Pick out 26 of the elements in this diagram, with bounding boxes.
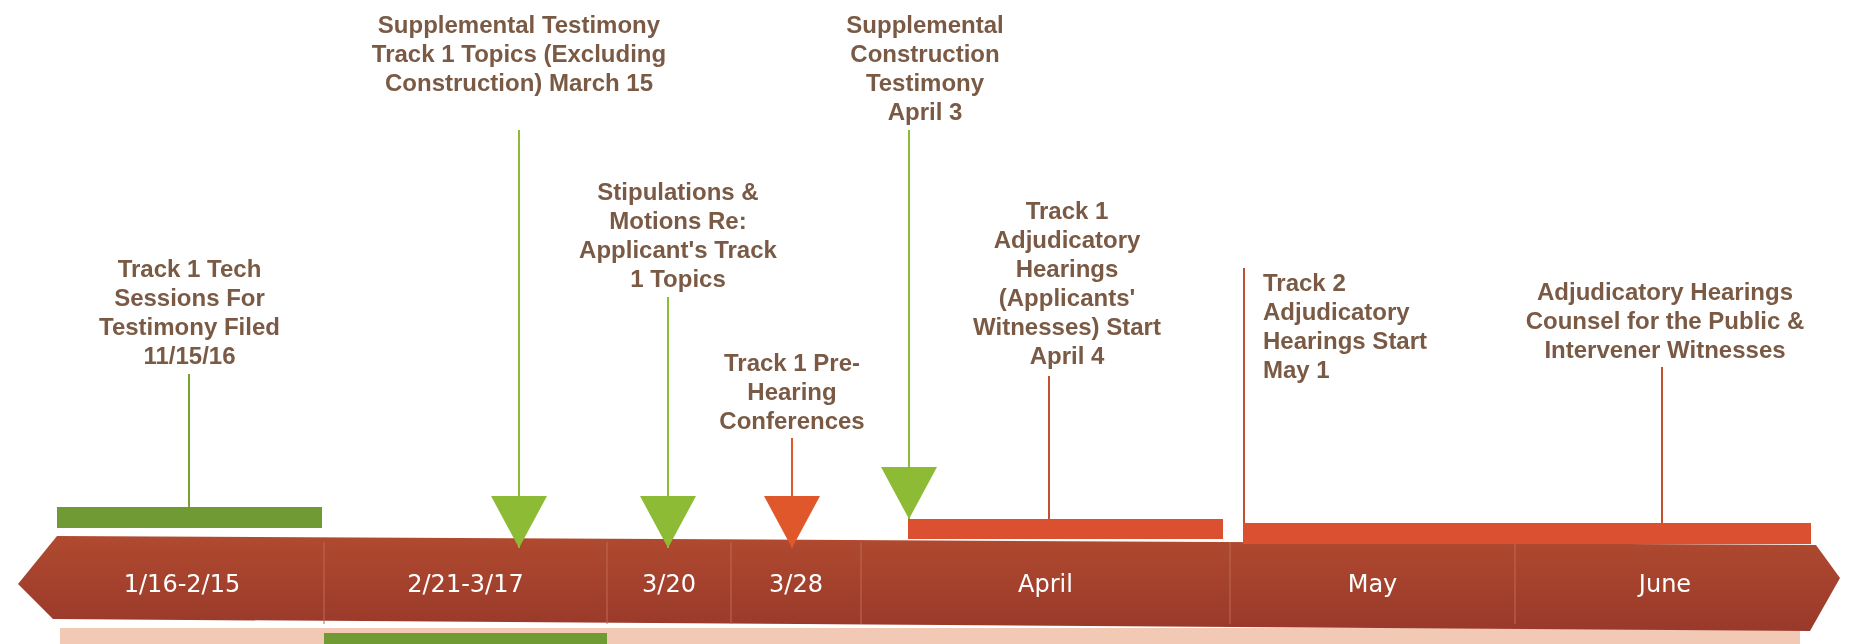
arrow (881, 129, 937, 520)
arrow (491, 129, 547, 549)
date-label: 2/21-3/17 (324, 548, 607, 620)
event-label: Track 1 Pre-Hearing Conferences (692, 348, 892, 438)
date-label: June (1515, 548, 1815, 620)
date-label: 3/20 (607, 548, 731, 620)
period-bar (57, 507, 322, 528)
event-label: Supplemental Testimony Track 1 Topics (Excluding Construction) March 15 (344, 10, 694, 130)
event-label: Track 1 Adjudicatory Hearings (Applicants' Witnesses) Start April 4 (967, 196, 1167, 376)
event-label: Stipulations & Motions Re: Applicant's Track 1 Topics (578, 177, 778, 297)
event-label: Track 2 Adjudicatory Hearings Start May 1 (1243, 268, 1473, 388)
event-label: Adjudicatory Hearings Counsel for the Public & Intervener Witnesses (1490, 277, 1840, 367)
arrow (640, 296, 696, 549)
date-label: April (861, 548, 1230, 620)
leader-line (1243, 267, 1245, 524)
leader-line (1048, 375, 1050, 520)
leader-line (188, 373, 190, 508)
arrow (764, 437, 820, 549)
event-label: Track 1 Tech Sessions For Testimony Filed 11/15/16 (72, 254, 307, 374)
date-label: May (1230, 548, 1515, 620)
leader-line (1661, 366, 1663, 524)
event-label: Supplemental Construction Testimony April 3 (840, 10, 1010, 130)
date-label: 1/16-2/15 (40, 548, 324, 620)
date-label: 3/28 (731, 548, 861, 620)
period-bar (1243, 523, 1811, 544)
period-bar (908, 519, 1223, 539)
